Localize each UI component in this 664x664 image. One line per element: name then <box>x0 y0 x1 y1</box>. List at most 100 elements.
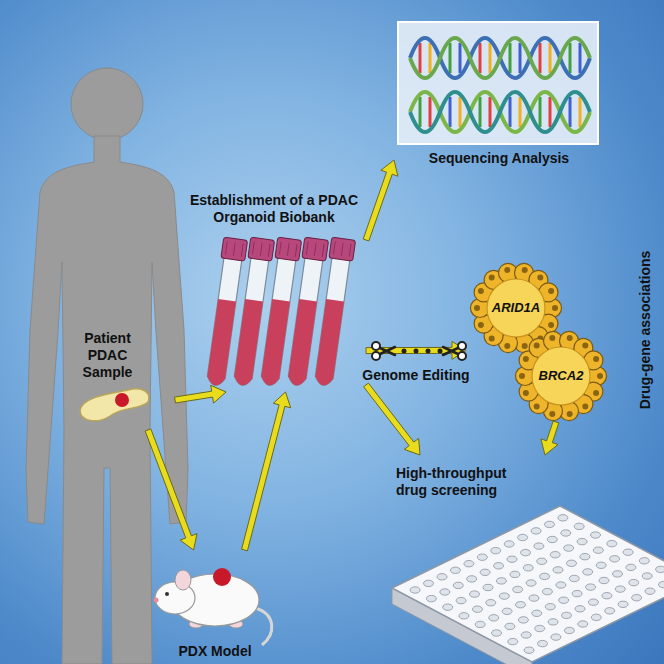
plate-well <box>567 560 577 566</box>
plate-wells <box>410 515 664 654</box>
dna-rungs-part <box>549 97 552 127</box>
arrow-connector <box>364 383 420 455</box>
dna-rungs-part <box>549 43 552 73</box>
dna-rungs-part <box>539 97 542 127</box>
plate-well <box>450 567 460 573</box>
scissors-icon <box>372 342 395 360</box>
plate-well <box>605 608 615 614</box>
plate-well <box>639 558 649 564</box>
plate-well <box>572 590 582 596</box>
plate-well <box>545 521 555 527</box>
plate-well <box>596 562 606 568</box>
dna-rungs-part <box>579 43 582 73</box>
plate-well <box>518 534 528 540</box>
cell-nucleus <box>582 404 588 410</box>
cell-nucleus <box>489 336 495 342</box>
cell-nucleus <box>593 356 599 362</box>
plate-well <box>602 593 612 599</box>
cell-nucleus <box>504 267 510 273</box>
cell-nucleus <box>489 275 495 281</box>
plate-well <box>437 574 447 580</box>
plate-well <box>502 608 512 614</box>
node-heading: Sequencing Analysis <box>394 150 604 167</box>
plate-well <box>426 595 436 601</box>
node-heading: High-throughput drug screening <box>396 465 521 499</box>
pdx-mouse: PDX Model <box>156 550 274 662</box>
plate-well <box>489 615 499 621</box>
node-heading: Patient PDAC Sample <box>68 330 148 380</box>
plate-well <box>508 638 518 644</box>
plate-well <box>540 573 550 579</box>
plate-well <box>532 610 542 616</box>
scissors-icon-part <box>372 352 380 360</box>
tube-part <box>287 299 317 387</box>
plate-well <box>496 578 506 584</box>
dna-rungs-part <box>429 43 432 73</box>
plate-well <box>535 625 545 631</box>
plate-well <box>583 569 593 575</box>
scissors-icon-part <box>372 342 380 350</box>
dna-rungs-part <box>539 43 542 73</box>
mouse-nose <box>154 598 159 603</box>
arrow-connector <box>366 341 466 359</box>
tube-part <box>252 242 254 255</box>
dna-strand <box>410 38 590 78</box>
plate-well <box>494 563 504 569</box>
plate-well <box>513 586 523 592</box>
tube-part <box>314 299 344 387</box>
plate-well <box>578 621 588 627</box>
cell-nucleus <box>548 322 554 328</box>
tube-part <box>306 242 308 255</box>
plate-well <box>440 589 450 595</box>
human-silhouette <box>26 68 188 664</box>
cell-nucleus <box>582 343 588 349</box>
cell-nucleus <box>548 288 554 294</box>
dna-strand <box>410 92 590 132</box>
cell-nucleus <box>478 288 484 294</box>
tube-part <box>221 237 248 261</box>
plate-well <box>453 582 463 588</box>
dna-rungs-part <box>449 43 452 73</box>
cell-nucleus <box>478 322 484 328</box>
dna-rungs-part <box>459 43 462 73</box>
dna-rungs-part <box>489 97 492 127</box>
plate-well <box>491 547 501 553</box>
plate-well <box>486 600 496 606</box>
plate-well <box>524 647 534 653</box>
plate-well <box>492 630 502 636</box>
tube-part <box>314 257 350 386</box>
plate-well <box>480 569 490 575</box>
scissors-icon-part <box>458 352 466 360</box>
cell-nucleus <box>549 335 555 341</box>
tumor <box>213 568 231 586</box>
plate-well <box>483 584 493 590</box>
plate-well <box>558 515 568 521</box>
plate-well <box>556 582 566 588</box>
dna-rungs-part <box>479 43 482 73</box>
cell-nucleus <box>523 356 529 362</box>
plate-well <box>410 587 420 593</box>
plate-well <box>545 604 555 610</box>
dna-rungs-part <box>509 97 512 127</box>
cell-nucleus <box>567 335 573 341</box>
plate-well <box>537 558 547 564</box>
tube-part <box>260 299 290 387</box>
plate-well <box>607 540 617 546</box>
tube-part <box>333 242 335 255</box>
mouse <box>154 568 272 645</box>
plate-well <box>642 573 652 579</box>
plate-well <box>569 575 579 581</box>
tube-part <box>279 242 281 255</box>
plate-well <box>547 536 557 542</box>
sequencing-panel: Sequencing Analysis <box>394 22 604 176</box>
plate-well <box>516 602 526 608</box>
cell-nucleus <box>537 275 543 281</box>
plate-well <box>659 581 664 587</box>
plate-well <box>521 549 531 555</box>
pancreas <box>80 389 149 421</box>
dot <box>438 349 443 354</box>
plate-well <box>580 554 590 560</box>
cell-nucleus <box>523 390 529 396</box>
